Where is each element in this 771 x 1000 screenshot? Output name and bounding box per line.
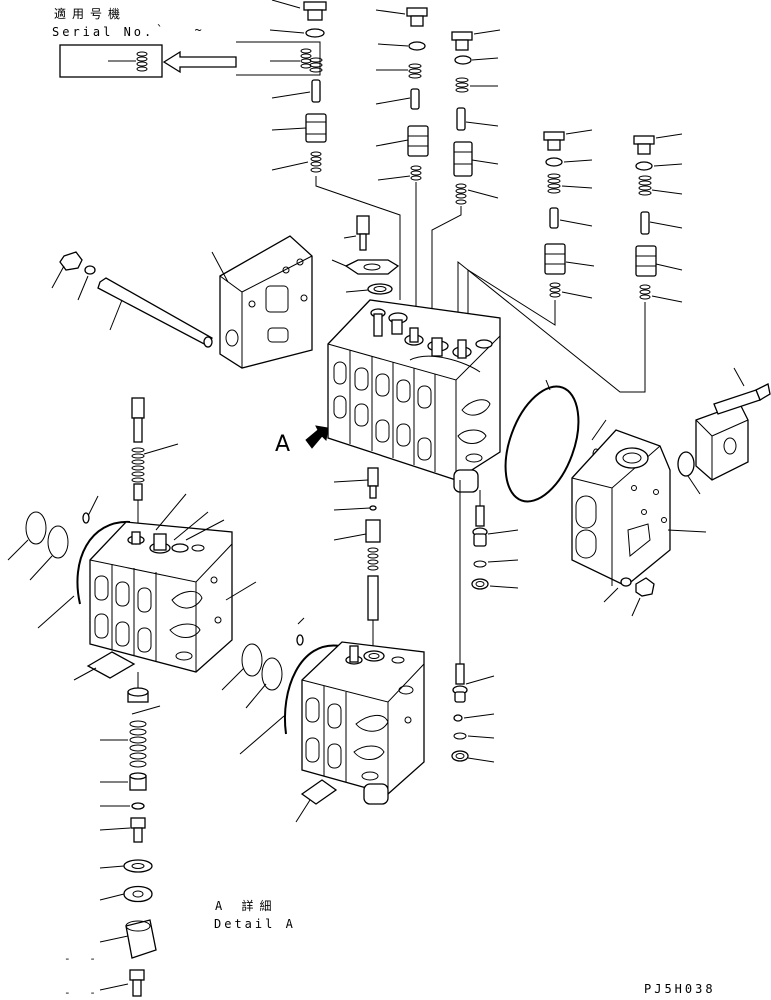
spool-heads <box>370 308 493 373</box>
tie-bolt <box>51 251 213 348</box>
dash-mark-1: - - <box>64 952 102 965</box>
check-valve-stack-upper <box>471 490 519 590</box>
detail-a-o-rings <box>221 617 341 755</box>
serial-bracket <box>236 41 321 76</box>
left-valve-block <box>73 493 257 681</box>
serial-arrow <box>162 50 237 74</box>
serial-number-label: Serial No. <box>52 25 155 39</box>
housing-nut-washer <box>603 577 655 617</box>
serial-range: ` ~ <box>156 23 214 37</box>
view-marker-a: A <box>275 432 291 457</box>
spool-stack-4 <box>467 129 595 326</box>
check-valve-stack-lower <box>451 480 495 763</box>
detail-title-en: Detail A <box>214 917 296 931</box>
main-valve-block <box>327 299 501 493</box>
large-o-ring <box>504 379 580 503</box>
left-block-spool-heads <box>127 531 205 554</box>
drawing-code: PJ5H038 <box>644 982 716 996</box>
end-plate <box>211 235 313 369</box>
relief-housing <box>571 429 707 587</box>
cover-bolt <box>713 367 771 415</box>
left-spool-assembly <box>82 397 179 538</box>
left-bottom-parts <box>99 672 161 997</box>
spool-stack-1 <box>269 0 401 300</box>
spool-stack-5 <box>457 133 683 393</box>
dash-mark-2: - - <box>64 986 102 999</box>
detail-a-valve-block <box>295 641 425 823</box>
applicable-model-label: 適用号機 <box>54 7 127 21</box>
left-o-rings <box>7 511 131 629</box>
detail-a-spool-heads <box>345 645 405 665</box>
spool-stack-3 <box>431 29 501 320</box>
flange-cover <box>677 403 749 495</box>
serial-number-box <box>59 44 163 78</box>
detail-title-jp: A 詳細 <box>215 899 278 913</box>
detail-spool-assembly <box>333 467 381 650</box>
view-arrow-icon <box>305 425 329 449</box>
flange-bolt <box>331 215 400 295</box>
spool-stack-2 <box>375 7 429 315</box>
